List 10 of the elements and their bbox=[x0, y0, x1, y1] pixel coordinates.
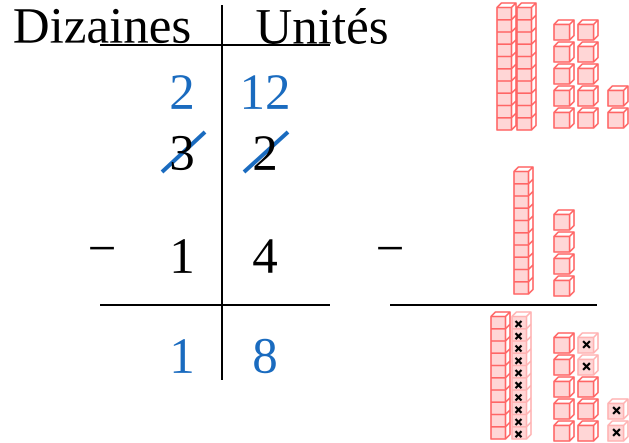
digit: 1 bbox=[174, 239, 192, 273]
minus-sign: − bbox=[90, 246, 114, 250]
result-digit: 8 bbox=[254, 338, 276, 374]
result-digit: 1 bbox=[174, 339, 192, 373]
column-heading: Dizaines bbox=[14, 8, 190, 44]
minus-sign: − bbox=[378, 246, 402, 250]
carry-digit: 2 bbox=[172, 75, 192, 109]
digit: 4 bbox=[253, 239, 277, 273]
carry-digit: 12 bbox=[244, 75, 288, 109]
column-heading: Unités bbox=[256, 8, 387, 44]
